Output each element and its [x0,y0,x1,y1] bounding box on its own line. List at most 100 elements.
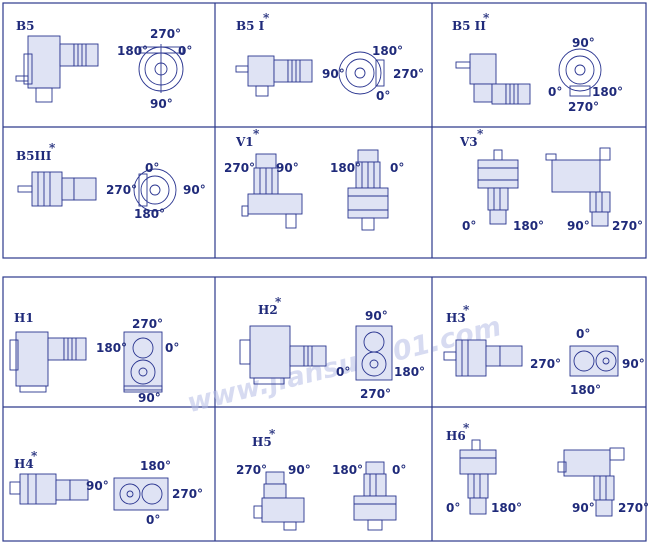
angle-b: 180° [491,501,522,515]
gear-motor-side-view [235,55,313,97]
panel-h3: H3 * 0° 270° 90° 180° [443,303,645,397]
panel-label: V1 [235,135,254,149]
gear-end-view [569,345,619,377]
angle-left: 0° [548,85,562,99]
angle-bottom: 180° [570,383,601,397]
panel-b5-iii: B5III * 0° 270° 90° 180° [16,141,206,221]
angle-a: 0° [446,501,460,515]
panel-v1: V1 * 270° 90° 180° 0° [224,127,404,231]
angle-top: 0° [576,327,590,341]
angle-top: 180° [140,459,171,473]
vertical-gear-motor-a [241,153,303,229]
panel-label: H2 [258,303,278,317]
gear-motor-side-view [239,325,327,385]
angle-top: 0° [145,161,159,175]
angle-d: 270° [612,219,643,233]
asterisk: * [275,295,282,309]
angle-bottom: 270° [568,100,599,114]
vertical-gear-motor-b [353,461,397,531]
gear-motor-side-view [9,331,87,393]
angle-top: 90° [572,36,595,50]
angle-right: 90° [622,357,645,371]
asterisk: * [31,449,38,463]
panel-label: H1 [14,311,34,325]
angle-right: 270° [393,67,424,81]
angle-left: 0° [336,365,350,379]
panel-label: H4 [14,457,34,471]
panel-h5: H5 * 270° 90° 180° 0° [236,427,406,531]
angle-bottom: 0° [376,89,390,103]
angle-c: 180° [332,463,363,477]
angle-d: 270° [618,501,649,515]
angle-left: 180° [96,341,127,355]
angle-a: 270° [224,161,255,175]
panel-h1: H1 270° 180° 0° 90° [9,311,179,405]
asterisk: * [49,141,56,155]
angle-right: 180° [592,85,623,99]
vertical-gear-motor-a [253,471,305,531]
angle-left: 180° [117,44,148,58]
panel-label: V3 [459,135,478,149]
angle-left: 90° [86,479,109,493]
angle-left: 270° [530,357,561,371]
panel-label: H3 [446,311,466,325]
panel-label: B5III [16,149,52,163]
angle-bottom: 0° [146,513,160,527]
angle-b: 180° [513,219,544,233]
panel-b5: B5 270° 180° 0° 90° [15,19,192,111]
asterisk: * [463,303,470,317]
gear-motor-side-view [9,473,89,505]
angle-a: 0° [462,219,476,233]
gear-motor-side-view [17,171,97,207]
panel-label: B5 I [236,19,265,33]
gear-end-view [123,331,163,393]
angle-d: 0° [392,463,406,477]
gear-end-view [355,325,393,381]
vertical-gear-motor-a [459,439,497,515]
angle-bottom: 90° [150,97,173,111]
gear-end-view [113,477,169,511]
panel-label: H5 [252,435,272,449]
panel-b5-i: B5 I * 180° 90° 270° 0° [235,11,424,103]
panel-label: B5 [16,19,35,33]
angle-top: 180° [372,44,403,58]
panel-label: H6 [446,429,466,443]
flange-end-view [138,44,184,93]
angle-top: 270° [150,27,181,41]
angle-right: 180° [394,365,425,379]
panel-label: B5 II [452,19,486,33]
flange-end-view [133,168,177,212]
asterisk: * [463,421,470,435]
angle-right: 90° [183,183,206,197]
angle-bottom: 90° [138,391,161,405]
panel-h4: H4 * 180° 90° 270° 0° [9,449,203,527]
angle-bottom: 270° [360,387,391,401]
vertical-gear-motor-b [347,149,389,231]
asterisk: * [477,127,484,141]
angle-top: 90° [365,309,388,323]
panel-v3: V3 * 0° 180° 90° 270° [459,127,643,233]
vertical-gear-motor-b [545,147,611,227]
angle-right: 270° [172,487,203,501]
panel-b5-ii: B5 II * 90° 0° 180° 270° [452,11,623,114]
vertical-gear-motor-a [477,149,519,225]
asterisk: * [253,127,260,141]
angle-d: 0° [390,161,404,175]
angle-a: 270° [236,463,267,477]
asterisk: * [483,11,490,25]
vertical-gear-motor-b [557,447,625,517]
angle-right: 0° [165,341,179,355]
flange-end-view [558,48,602,97]
angle-left: 270° [106,183,137,197]
angle-top: 270° [132,317,163,331]
asterisk: * [263,11,270,25]
angle-c: 90° [567,219,590,233]
bottom-frame [2,276,647,542]
angle-b: 90° [276,161,299,175]
gear-motor-side-view [455,53,531,105]
angle-b: 90° [288,463,311,477]
angle-c: 90° [572,501,595,515]
angle-left: 90° [322,67,345,81]
top-frame [2,2,647,259]
